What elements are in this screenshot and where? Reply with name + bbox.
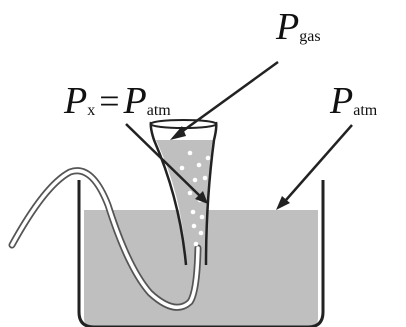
label-p-x-subscript: x xyxy=(87,102,96,119)
label-p-atm-symbol: P xyxy=(330,80,354,122)
arrows xyxy=(125,60,353,210)
label-equals-sign: = xyxy=(99,81,120,121)
label-p-atm-left-subscript: atm xyxy=(146,102,171,119)
collection-tube-water xyxy=(156,140,213,265)
collection-tube-left-wall xyxy=(149,121,188,266)
label-p-gas: Pgas xyxy=(276,8,321,46)
delivery-tube-inner xyxy=(10,169,200,310)
arrow-p-gas-head xyxy=(170,126,186,140)
arrow-p-gas xyxy=(179,60,279,135)
label-p-gas-symbol: P xyxy=(276,6,300,48)
beaker-outline xyxy=(77,180,325,327)
label-p-gas-subscript: gas xyxy=(299,28,321,45)
label-p-x-symbol: P xyxy=(64,80,88,122)
beaker-water xyxy=(84,210,318,327)
arrow-p-atm xyxy=(285,124,353,201)
gas-bubbles xyxy=(179,150,211,247)
label-p-atm-subscript: atm xyxy=(353,102,378,119)
label-p-x-equals-p-atm: Px = Patm xyxy=(64,82,171,120)
collection-tube-right-wall xyxy=(204,121,218,266)
collection-tube-rim xyxy=(149,119,218,129)
label-p-atm: Patm xyxy=(330,82,377,120)
label-p-atm-left-symbol: P xyxy=(123,80,147,122)
arrow-p-atm-head xyxy=(276,196,290,210)
arrow-p-x xyxy=(125,123,201,197)
arrow-p-x-head xyxy=(195,191,208,204)
